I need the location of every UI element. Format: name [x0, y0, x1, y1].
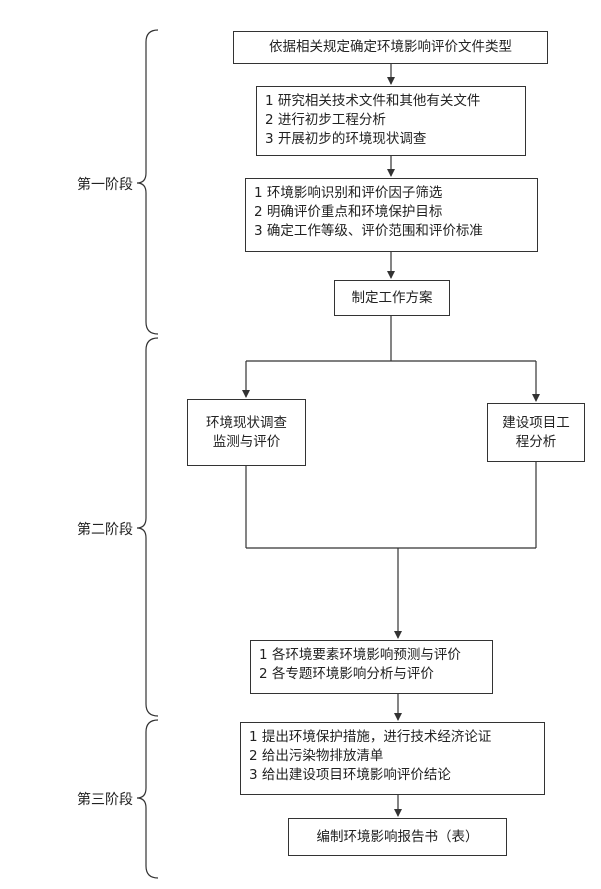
impact-identification-box: 1 环境影响识别和评价因子筛选 2 明确评价重点和环境保护目标 3 确定工作等级…: [245, 178, 538, 252]
measures-item: 1 提出环境保护措施，进行技术经济论证: [249, 729, 492, 745]
report-box: 编制环境影响报告书（表）: [288, 818, 507, 856]
engineering-analysis-box: 建设项目工 程分析: [487, 403, 585, 462]
stage-1-brace: [136, 29, 159, 335]
survey-line: 监测与评价: [212, 433, 281, 450]
protection-measures-box: 1 提出环境保护措施，进行技术经济论证 2 给出污染物排放清单 3 给出建设项目…: [240, 722, 545, 795]
survey-monitoring-box: 环境现状调查 监测与评价: [187, 399, 306, 466]
preliminary-item: 2 进行初步工程分析: [265, 112, 386, 128]
prediction-item: 2 各专题环境影响分析与评价: [259, 666, 434, 682]
preliminary-item: 3 开展初步的环境现状调查: [265, 131, 427, 147]
report-text: 编制环境影响报告书（表）: [316, 828, 479, 845]
determine-doc-type-text: 依据相关规定确定环境影响评价文件类型: [269, 39, 512, 55]
engineering-line: 程分析: [515, 433, 557, 450]
preliminary-item: 1 研究相关技术文件和其他有关文件: [265, 93, 481, 109]
prediction-item: 1 各环境要素环境影响预测与评价: [259, 647, 461, 663]
measures-item: 3 给出建设项目环境影响评价结论: [249, 767, 451, 783]
stage-2-brace: [136, 337, 159, 717]
engineering-line: 建设项目工: [502, 414, 570, 431]
determine-doc-type-box: 依据相关规定确定环境影响评价文件类型: [233, 31, 548, 64]
stage-3-label: 第三阶段: [77, 792, 133, 808]
survey-line: 环境现状调查: [206, 414, 287, 431]
stage-1-label: 第一阶段: [77, 177, 133, 193]
stage-2-label: 第二阶段: [77, 522, 133, 538]
identification-item: 2 明确评价重点和环境保护目标: [254, 204, 443, 220]
identification-item: 1 环境影响识别和评价因子筛选: [254, 185, 443, 201]
measures-item: 2 给出污染物排放清单: [249, 748, 384, 764]
stage-3-brace: [136, 719, 159, 879]
work-plan-text: 制定工作方案: [351, 289, 433, 306]
identification-item: 3 确定工作等级、评价范围和评价标准: [254, 223, 483, 239]
impact-prediction-box: 1 各环境要素环境影响预测与评价 2 各专题环境影响分析与评价: [250, 640, 493, 694]
preliminary-analysis-box: 1 研究相关技术文件和其他有关文件 2 进行初步工程分析 3 开展初步的环境现状…: [256, 86, 526, 156]
work-plan-box: 制定工作方案: [334, 280, 450, 316]
